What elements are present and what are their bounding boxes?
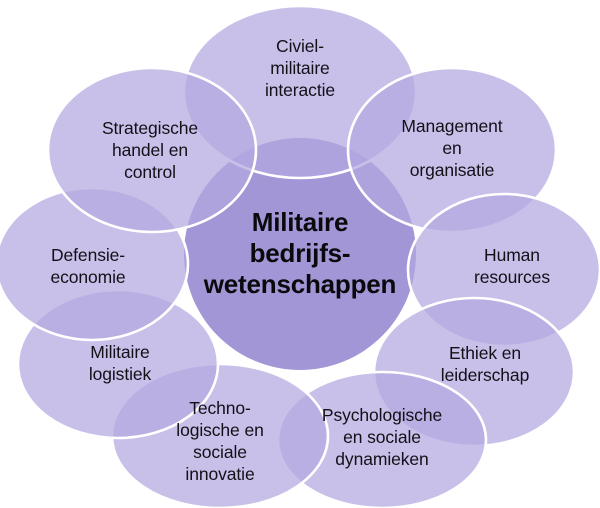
center-core-shape	[184, 138, 416, 370]
petal-label-management-en-organisatie: Management en organisatie	[401, 115, 503, 181]
petal-label-human-resources: Human resources	[474, 244, 550, 287]
center-label: Militaire bedrijfs- wetenschappen	[203, 207, 397, 300]
petal-shape-strategische-handel-en-control[interactable]	[46, 66, 258, 234]
petal-label-psychologische-en-sociale-dynamieken: Psychologische en sociale dynamieken	[321, 404, 443, 470]
petal-label-defensie-economie: Defensie- economie	[50, 244, 126, 287]
petal-label-civiel-militaire-interactie: Civiel- militaire interactie	[264, 35, 336, 101]
petal-label-ethiek-en-leiderschap: Ethiek en leiderschap	[440, 342, 530, 385]
petal-label-technologische-en-sociale-innovatie: Techno- logische en sociale innovatie	[176, 397, 264, 485]
petal-label-militaire-logistiek: Militaire logistiek	[88, 341, 152, 384]
petal-label-strategische-handel-en-control: Strategische handel en control	[101, 117, 199, 183]
